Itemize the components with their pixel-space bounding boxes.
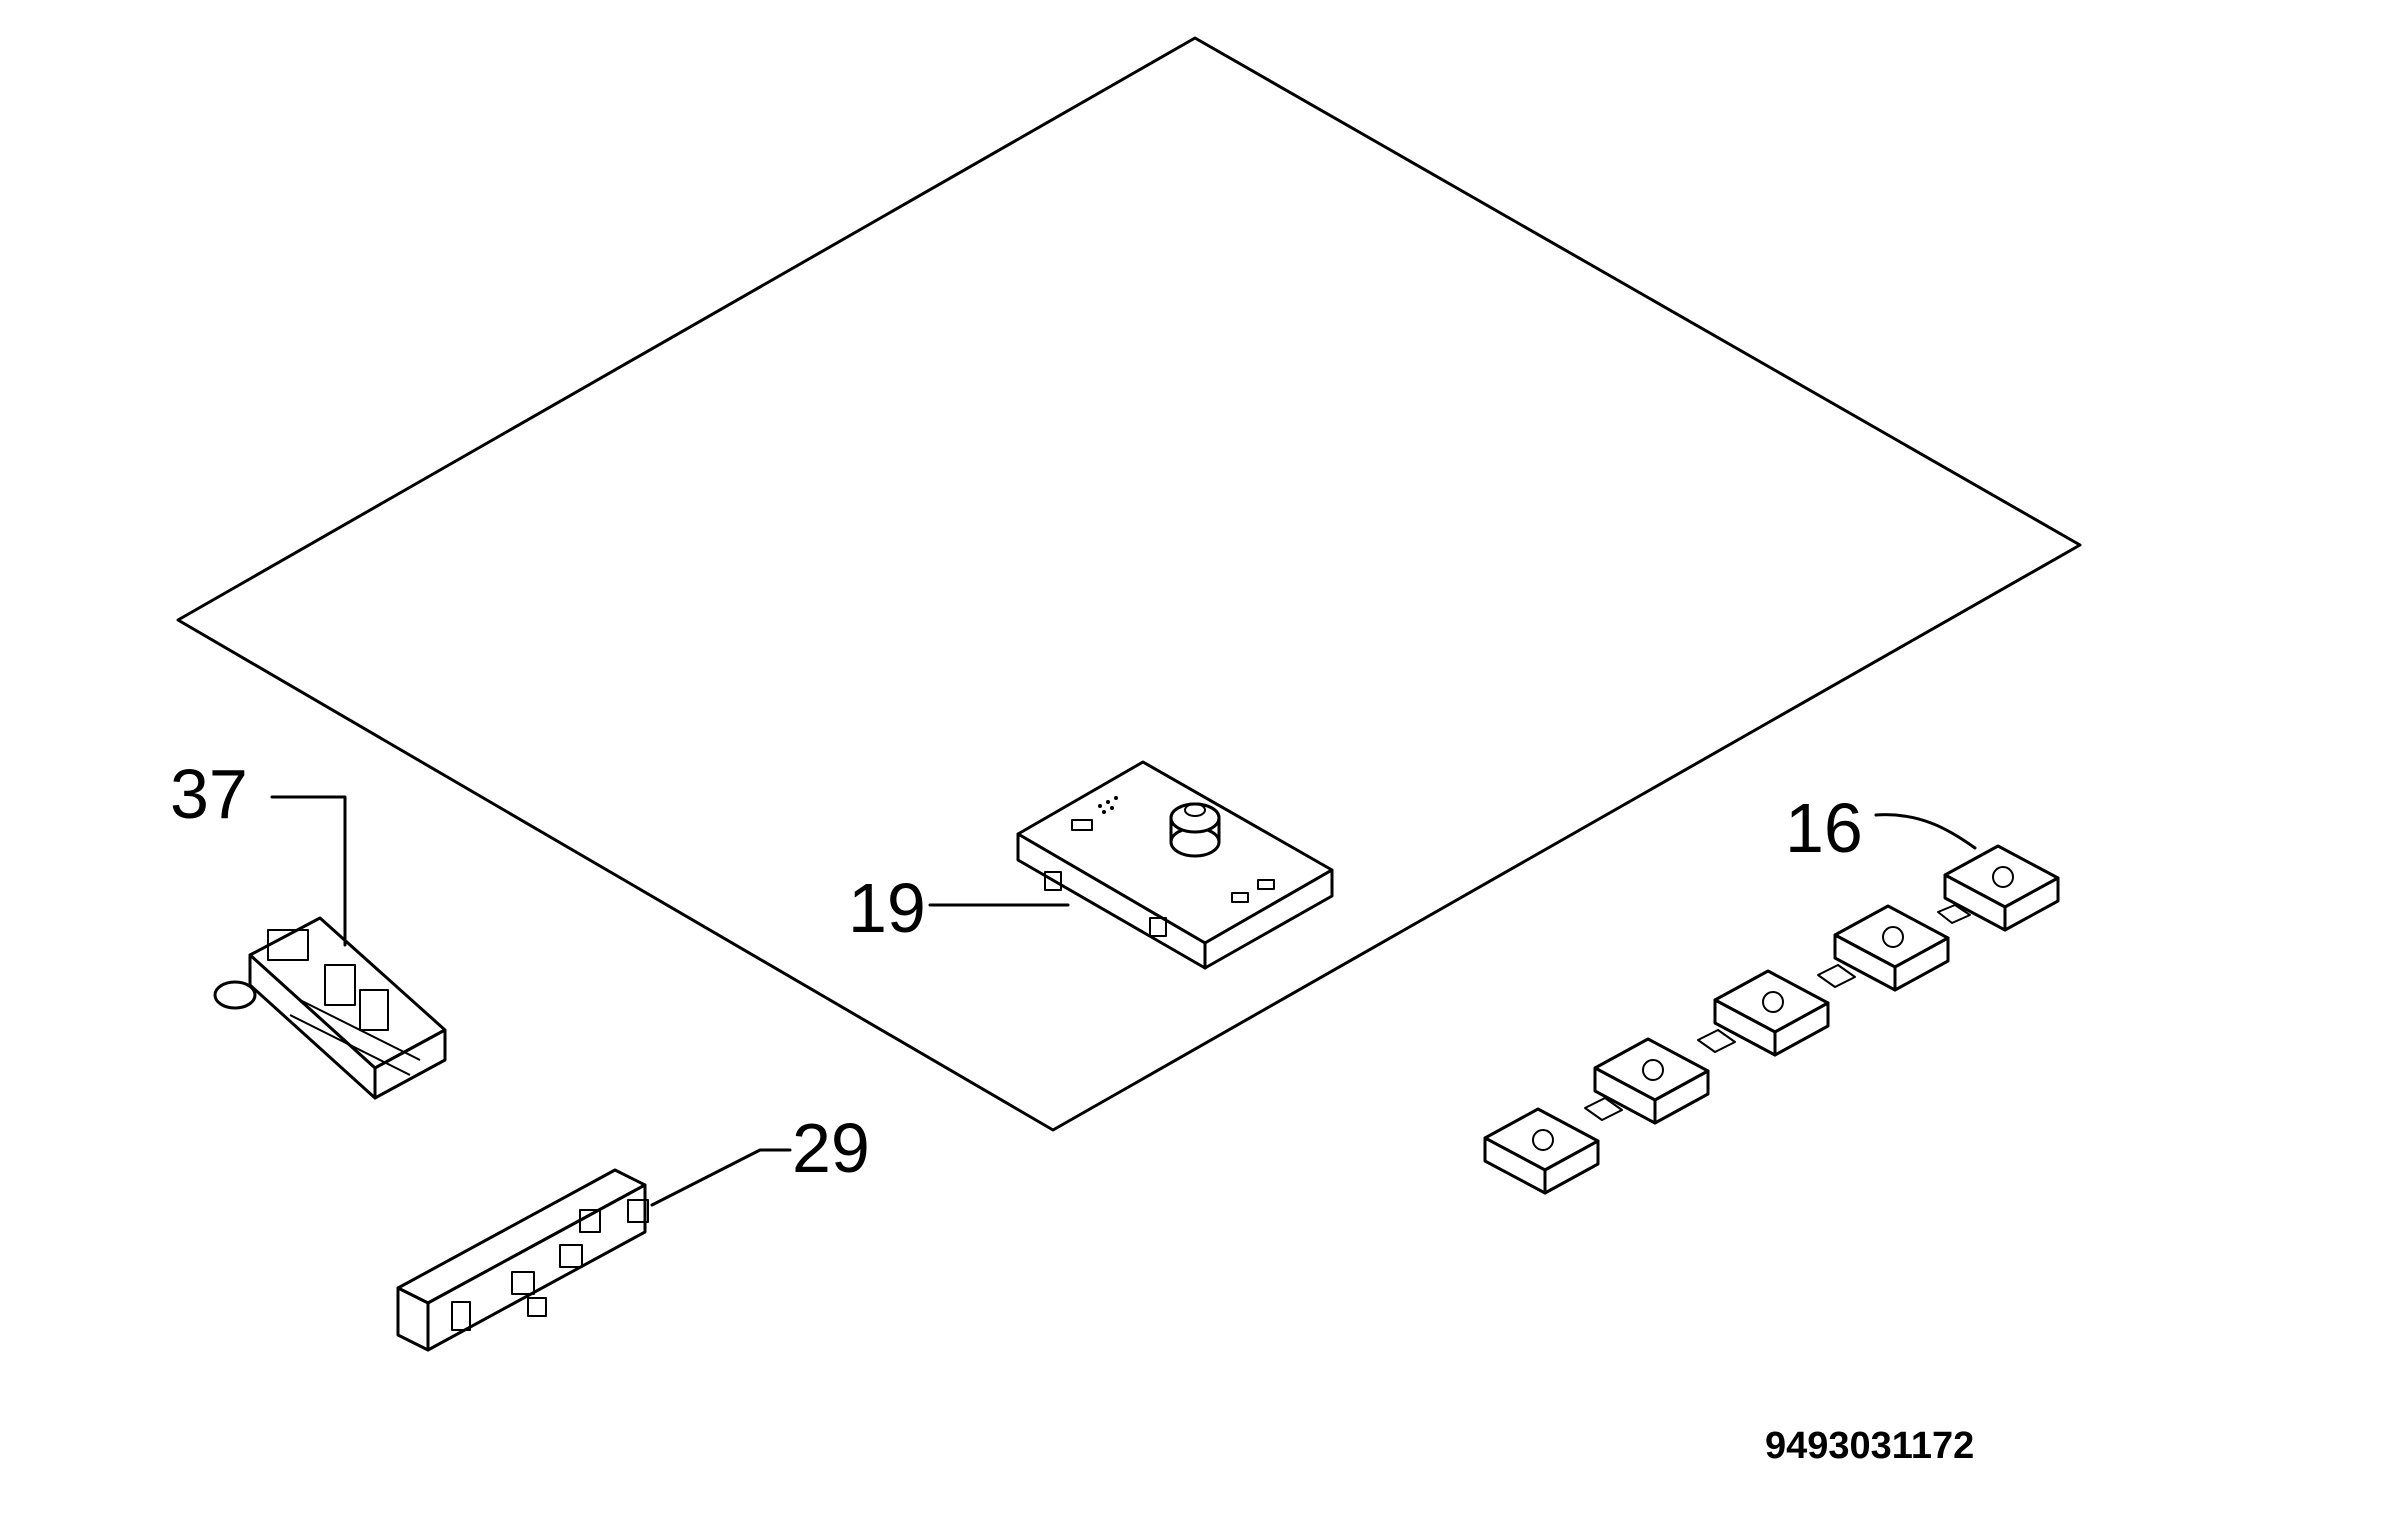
callout-label-16: 16 <box>1785 789 1863 867</box>
leader-line-37 <box>270 795 347 947</box>
leader-line-29 <box>650 1148 792 1207</box>
igniter-switch-strip[interactable] <box>1483 844 2060 1195</box>
spark-generator[interactable] <box>396 1168 649 1352</box>
connector-block[interactable] <box>213 916 447 1100</box>
glass-plate-outline <box>176 36 2082 1132</box>
document-number: 9493031172 <box>1765 1425 1974 1467</box>
control-knob-module[interactable] <box>1016 760 1334 970</box>
callout-label-29: 29 <box>792 1109 870 1187</box>
callout-label-19: 19 <box>848 869 926 947</box>
callout-label-37: 37 <box>170 755 248 833</box>
leader-line-16 <box>1874 813 1977 850</box>
